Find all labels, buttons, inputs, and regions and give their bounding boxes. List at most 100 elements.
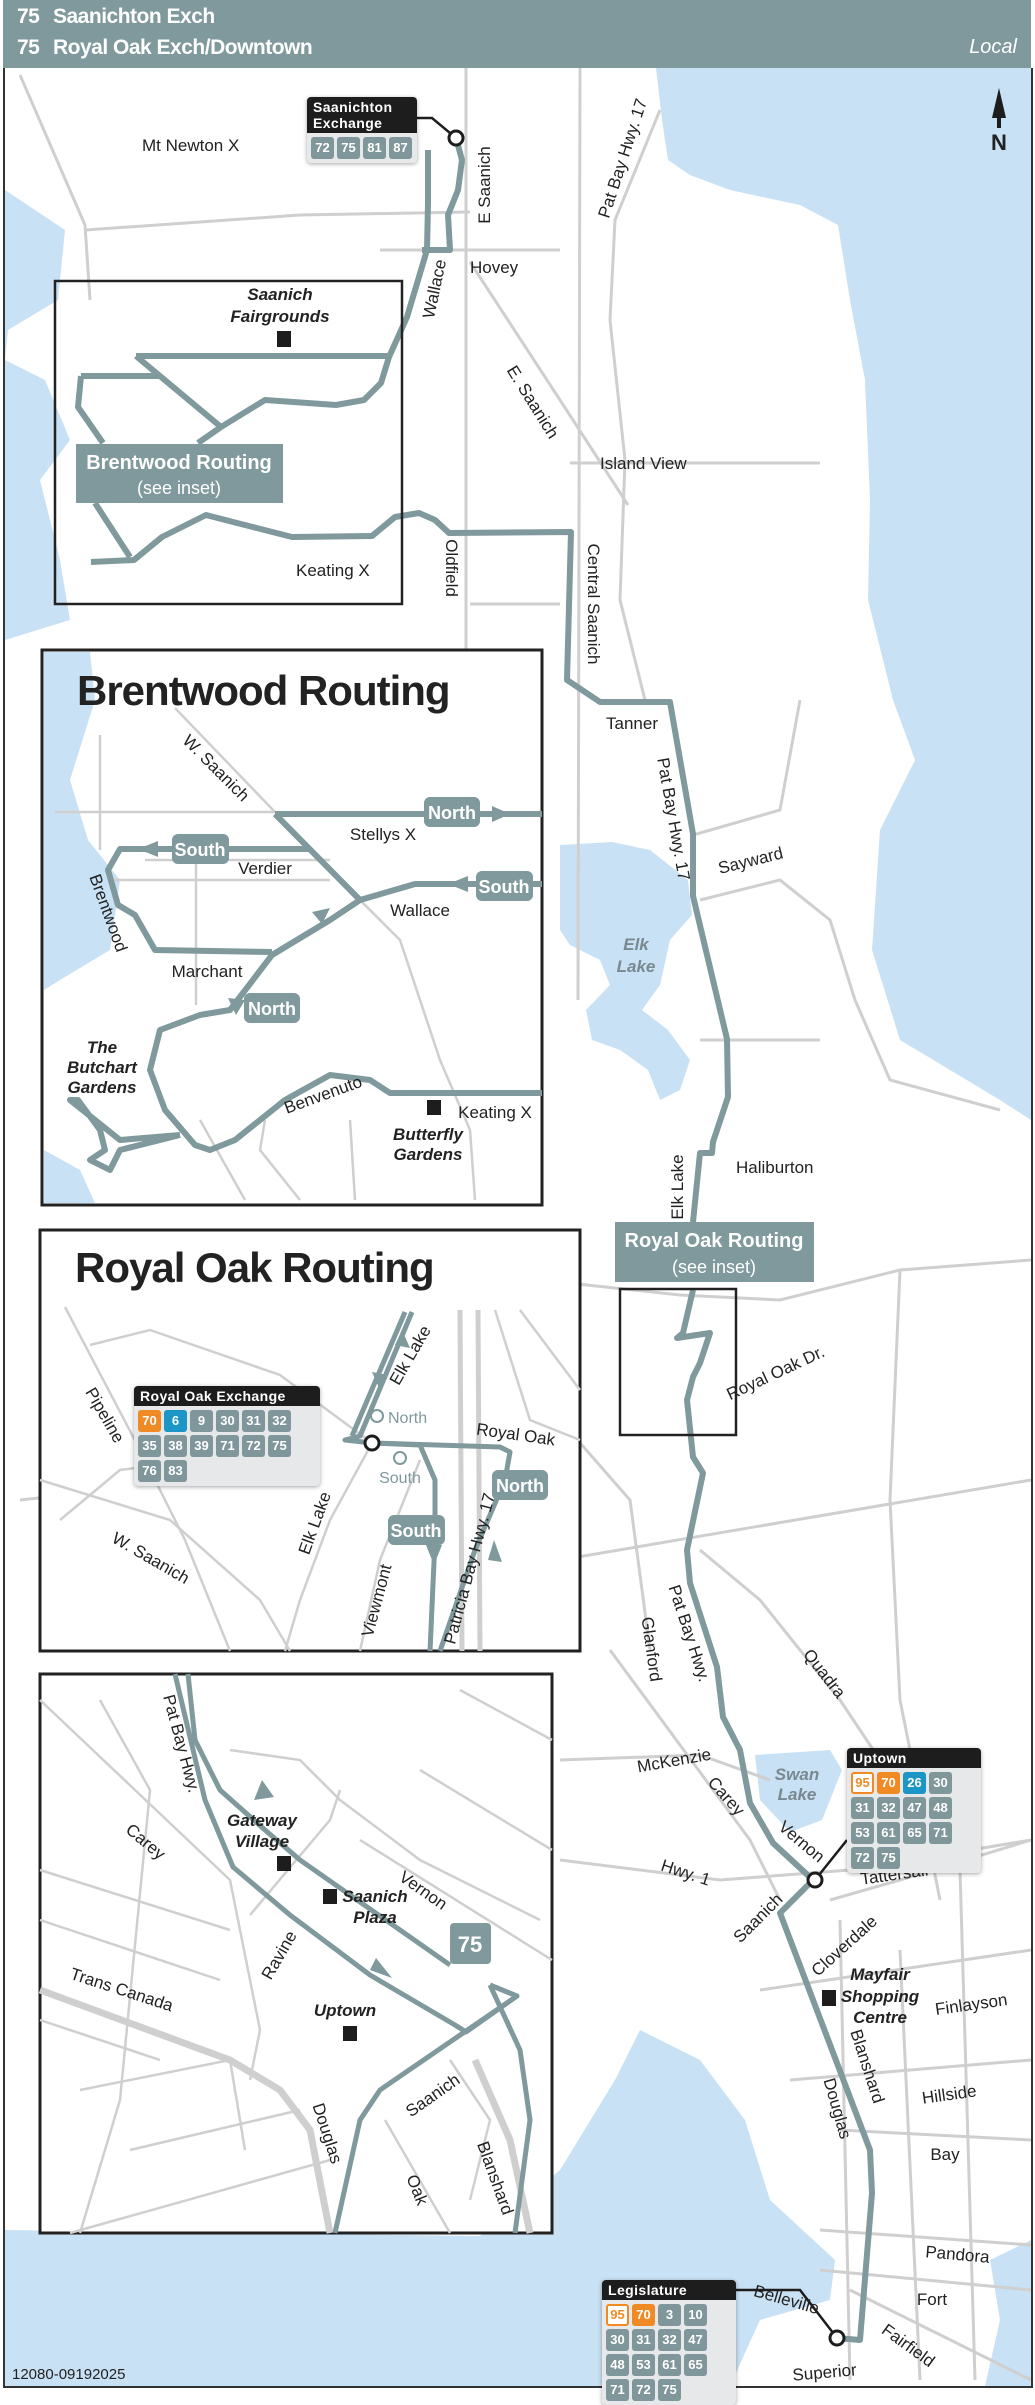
brentwood-inset: Brentwood Routing W. Saanich Stellys X V… xyxy=(40,648,544,1207)
route-chip[interactable]: 72 xyxy=(851,1847,874,1869)
saanichton-stop-icon[interactable] xyxy=(447,129,465,147)
route-chip[interactable]: 26 xyxy=(903,1772,926,1794)
route-chip[interactable]: 53 xyxy=(851,1822,874,1844)
royal-oak-routing-callout[interactable] xyxy=(615,1222,814,1282)
royal-oak-callout-sub: (see inset) xyxy=(672,1257,756,1277)
route-chip[interactable]: 30 xyxy=(929,1772,952,1794)
route-chip[interactable]: 65 xyxy=(903,1822,926,1844)
royal-oak-stop-icon[interactable] xyxy=(363,1434,381,1452)
route-chip[interactable]: 70 xyxy=(632,2304,655,2326)
svg-text:South: South xyxy=(391,1521,442,1541)
route-chip[interactable]: 75 xyxy=(268,1435,291,1457)
route-chip[interactable]: 31 xyxy=(242,1410,265,1432)
landmark-label: Centre xyxy=(853,2008,907,2027)
route-chip[interactable]: 31 xyxy=(851,1797,874,1819)
route-chip[interactable]: 48 xyxy=(929,1797,952,1819)
route-chip[interactable]: 75 xyxy=(658,2379,681,2401)
route-chip[interactable]: 32 xyxy=(268,1410,291,1432)
landmark-label: Village xyxy=(235,1832,289,1851)
route-75-badge xyxy=(450,1923,491,1964)
route-chip[interactable]: 38 xyxy=(164,1435,187,1457)
route-chip[interactable]: 70 xyxy=(877,1772,900,1794)
route-chip[interactable]: 9 xyxy=(190,1410,213,1432)
gateway-village-marker-icon xyxy=(277,1856,291,1871)
route-chip[interactable]: 6 xyxy=(164,1410,187,1432)
route-75-badge-label: 75 xyxy=(458,1932,482,1957)
brentwood-callout-sub: (see inset) xyxy=(137,478,221,498)
route-chip[interactable]: 95 xyxy=(606,2304,629,2326)
route-number: 75 xyxy=(17,5,40,28)
route-chip[interactable]: 71 xyxy=(606,2379,629,2401)
route-chip[interactable]: 83 xyxy=(164,1460,187,1482)
uptown-stop-icon[interactable] xyxy=(806,1871,824,1889)
street-label: Keating X xyxy=(296,561,370,580)
street-label: Wallace xyxy=(390,901,450,920)
street-label: Saanich xyxy=(730,1890,787,1947)
svg-text:North: North xyxy=(248,999,296,1019)
route-75-main xyxy=(75,137,875,2343)
route-chip[interactable]: 10 xyxy=(684,2304,707,2326)
route-chip[interactable]: 3 xyxy=(658,2304,681,2326)
route-chip[interactable]: 70 xyxy=(138,1410,161,1432)
route-chip[interactable]: 39 xyxy=(190,1435,213,1457)
direction-badge-south: South xyxy=(476,871,533,901)
street-label: Hillside xyxy=(921,2081,978,2107)
saanich-plaza-marker-icon xyxy=(323,1889,337,1904)
street-label: Verdier xyxy=(238,859,292,878)
route-chip[interactable]: 71 xyxy=(929,1822,952,1844)
route-chip[interactable]: 71 xyxy=(216,1435,239,1457)
landmark-label: Gateway xyxy=(227,1811,298,1830)
legislature-stop-icon[interactable] xyxy=(828,2329,846,2347)
street-label: Hovey xyxy=(470,258,519,277)
street-label: Mt Newton X xyxy=(142,136,239,155)
water-label: Elk xyxy=(623,935,650,954)
butterfly-gardens-marker-icon xyxy=(427,1100,441,1115)
route-chip[interactable]: 81 xyxy=(363,137,386,159)
service-type: Local xyxy=(969,36,1017,58)
water-label: Swan xyxy=(775,1765,819,1784)
uptown-marker-icon xyxy=(343,2026,357,2041)
route-chip[interactable]: 61 xyxy=(658,2354,681,2376)
brentwood-routing-callout[interactable] xyxy=(76,444,283,503)
route-chip[interactable]: 32 xyxy=(658,2329,681,2351)
route-chip[interactable]: 72 xyxy=(242,1435,265,1457)
street-label: Hwy. 1 xyxy=(659,1856,713,1890)
royal-oak-inset-title: Royal Oak Routing xyxy=(75,1244,434,1291)
route-chip[interactable]: 53 xyxy=(632,2354,655,2376)
route-chip[interactable]: 65 xyxy=(684,2354,707,2376)
direction-badge-south: South xyxy=(388,1515,445,1545)
route-chip[interactable]: 72 xyxy=(311,137,334,159)
route-chip[interactable]: 30 xyxy=(606,2329,629,2351)
direction-arrow-icons xyxy=(254,1780,392,1978)
route-chip[interactable]: 30 xyxy=(216,1410,239,1432)
brentwood-inset-title: Brentwood Routing xyxy=(77,667,450,714)
water-label: Lake xyxy=(778,1785,817,1804)
landmark-label: Saanich xyxy=(247,285,312,304)
route-chip[interactable]: 48 xyxy=(606,2354,629,2376)
swan-lake xyxy=(755,1750,842,1832)
route-chip[interactable]: 87 xyxy=(389,137,412,159)
route-chip[interactable]: 75 xyxy=(337,137,360,159)
route-chip[interactable]: 95 xyxy=(851,1772,874,1794)
royal-oak-area-outline xyxy=(618,1287,738,1437)
route-chip[interactable]: 32 xyxy=(877,1797,900,1819)
route-chip[interactable]: 47 xyxy=(684,2329,707,2351)
route-chip[interactable]: 35 xyxy=(138,1435,161,1457)
route-chip[interactable]: 47 xyxy=(903,1797,926,1819)
route-chip[interactable]: 61 xyxy=(877,1822,900,1844)
route-chip[interactable]: 76 xyxy=(138,1460,161,1482)
route-chip[interactable]: 72 xyxy=(632,2379,655,2401)
route-chip[interactable]: 31 xyxy=(632,2329,655,2351)
coast-south-east xyxy=(985,2240,1031,2386)
landmark-label: Gardens xyxy=(68,1078,137,1097)
route-chip[interactable]: 75 xyxy=(877,1847,900,1869)
street-label: Keating X xyxy=(458,1103,532,1122)
street-label: Oldfield xyxy=(442,539,461,597)
